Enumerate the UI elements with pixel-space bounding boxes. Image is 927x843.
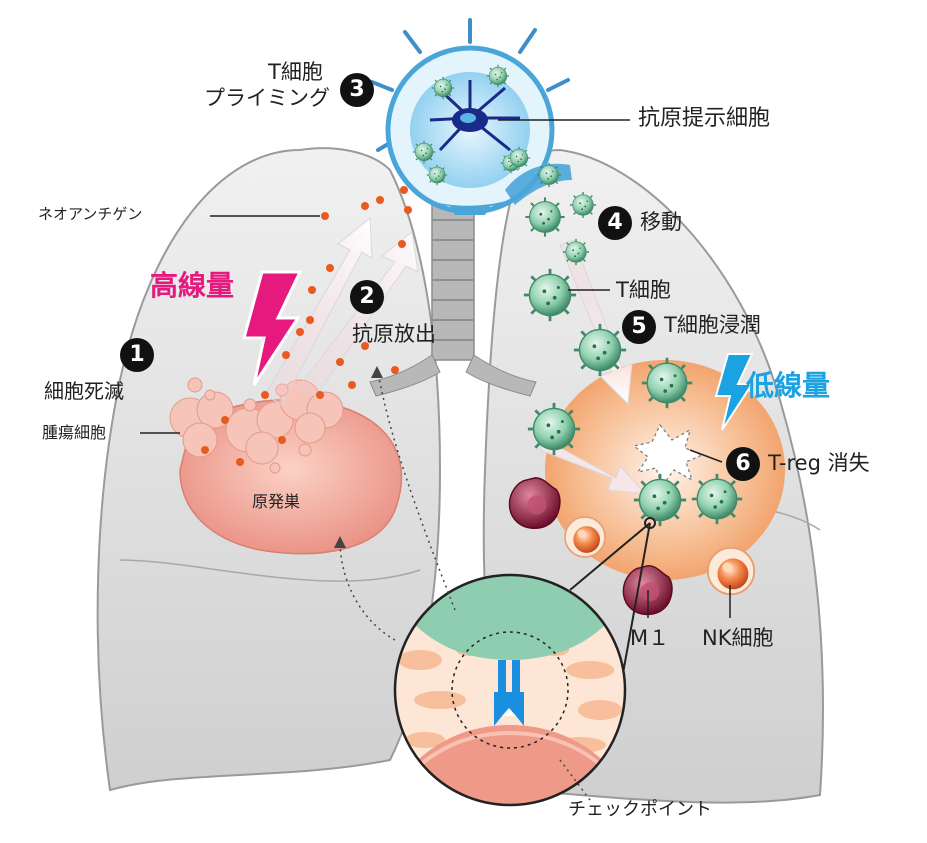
step-5-badge: 5 (622, 310, 656, 344)
t-cell-icon (507, 146, 531, 170)
t-cell-icon (640, 356, 694, 410)
migration-label: 移動 (640, 210, 682, 234)
nk-cell-icon (564, 516, 606, 558)
t-cell-icon (690, 472, 744, 526)
nk-cell-label: NK細胞 (702, 626, 774, 650)
checkpoint-zoom (393, 517, 656, 807)
dotted-paths (339, 371, 591, 801)
step-3-badge: 3 (340, 73, 374, 107)
checkpoint-label: チェックポイント (568, 799, 712, 820)
step-6-badge: 6 (726, 447, 760, 481)
neoantigen-label: ネオアンチゲン (38, 205, 143, 223)
antigen-dots (201, 186, 412, 466)
t-priming-label-line1: T細胞 (268, 60, 323, 84)
treg-ghost-icon (632, 423, 704, 488)
low-dose-label: 低線量 (746, 369, 831, 402)
t-cell-icon (569, 191, 597, 219)
apc-label: 抗原提示細胞 (638, 106, 771, 131)
t-cell-icon (524, 196, 566, 238)
t-cell-icon (632, 472, 688, 528)
t-cell-label: T細胞 (616, 278, 671, 302)
step-2-badge: 2 (350, 280, 384, 314)
antigen-presenting-cell (370, 18, 570, 215)
t-cell-icon (522, 267, 578, 323)
t-cell-icon (572, 322, 628, 378)
high-dose-label: 高線量 (150, 269, 235, 302)
t-cell-icon (526, 401, 582, 457)
checkpoint-receptor-icon (494, 660, 524, 726)
t-cell-icon (536, 162, 562, 188)
low-dose-lightning-icon (714, 353, 754, 431)
tumor-cell-label: 腫瘍細胞 (42, 423, 107, 442)
m1-label: M１ (630, 626, 670, 650)
antigen-release-label: 抗原放出 (352, 322, 436, 346)
leader-lines (140, 119, 731, 618)
step-4-badge: 4 (598, 206, 632, 240)
t-priming-label-line2: プライミング (204, 86, 330, 110)
nk-cell-icon (706, 546, 756, 596)
t-infiltration-label: T細胞浸潤 (664, 313, 761, 337)
primary-lesion-label: 原発巣 (252, 492, 301, 511)
t-cell-icon (562, 238, 590, 266)
cell-death-label: 細胞死滅 (44, 379, 124, 403)
treg-loss-label: T-reg 消失 (768, 451, 870, 475)
step-1-badge: 1 (120, 338, 154, 372)
high-dose-lightning-icon (242, 270, 303, 386)
primary-lesion (169, 377, 403, 555)
